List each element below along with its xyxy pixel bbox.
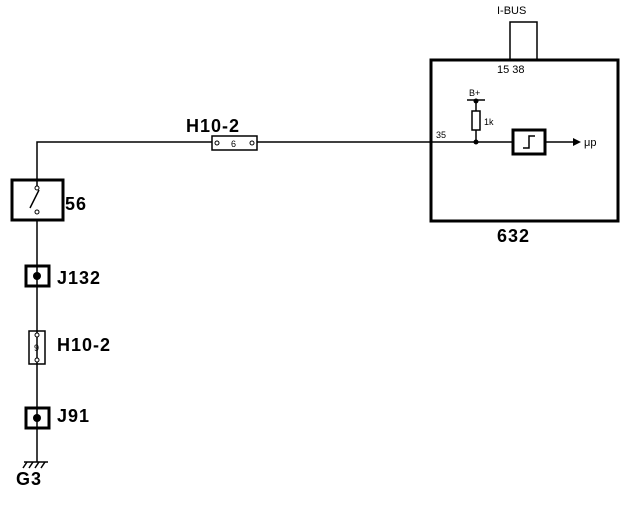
switch-id: 56 xyxy=(65,194,87,214)
lower-connector: 9 H10-2 xyxy=(28,330,111,365)
ground-hatch-4 xyxy=(40,461,46,469)
splice-j132: J132 xyxy=(24,264,101,288)
ground-hatch-3 xyxy=(34,461,40,469)
wire-connector-to-switch xyxy=(36,141,212,180)
switch-contact-bottom xyxy=(34,209,40,215)
connector-lower-box xyxy=(28,330,46,365)
ground-hatch-1 xyxy=(22,461,28,469)
resistor-icon xyxy=(471,110,481,131)
splice-j91-box xyxy=(24,406,51,430)
connector-lower-pin-bottom xyxy=(34,357,40,363)
ibus: I-BUS 15 38 xyxy=(497,5,538,76)
connector-top-box xyxy=(211,135,258,151)
output-label: μp xyxy=(584,137,596,149)
connector-top-pin-left xyxy=(214,140,220,146)
module-id: 632 xyxy=(497,226,530,246)
connector-lower-id: H10-2 xyxy=(57,335,111,355)
splice-j132-id: J132 xyxy=(57,268,101,288)
top-connector: H10-2 6 xyxy=(36,116,431,180)
ground-g3: G3 xyxy=(16,461,48,489)
module-box xyxy=(429,58,620,223)
splice-j91: J91 xyxy=(24,406,90,430)
supply-label: B+ xyxy=(469,88,480,98)
input-pin-label: 35 xyxy=(436,130,446,140)
connector-top-id: H10-2 xyxy=(186,116,240,136)
switch-contact-top xyxy=(34,185,40,191)
switch-blade-icon xyxy=(29,189,40,209)
ground-hatch-2 xyxy=(28,461,34,469)
module-632: 632 B+ 1k 35 μp xyxy=(429,58,620,246)
resistor-label: 1k xyxy=(484,117,494,127)
ibus-wires xyxy=(509,21,538,60)
connector-lower-pin: 9 xyxy=(34,343,39,353)
ground-id: G3 xyxy=(16,469,42,489)
splice-j91-id: J91 xyxy=(57,406,90,426)
ibus-pin-labels: 15 38 xyxy=(497,64,525,76)
connector-top-pin-right xyxy=(249,140,255,146)
switch-56: 56 xyxy=(10,178,87,222)
connector-top-pin: 6 xyxy=(231,139,236,149)
connector-lower-pin-top xyxy=(34,332,40,338)
splice-j91-dot xyxy=(33,414,41,422)
splice-j132-box xyxy=(24,264,51,288)
splice-j132-dot xyxy=(33,272,41,280)
output-arrow-icon xyxy=(573,138,581,146)
ibus-label: I-BUS xyxy=(497,5,526,17)
hysteresis-symbol xyxy=(523,135,535,149)
